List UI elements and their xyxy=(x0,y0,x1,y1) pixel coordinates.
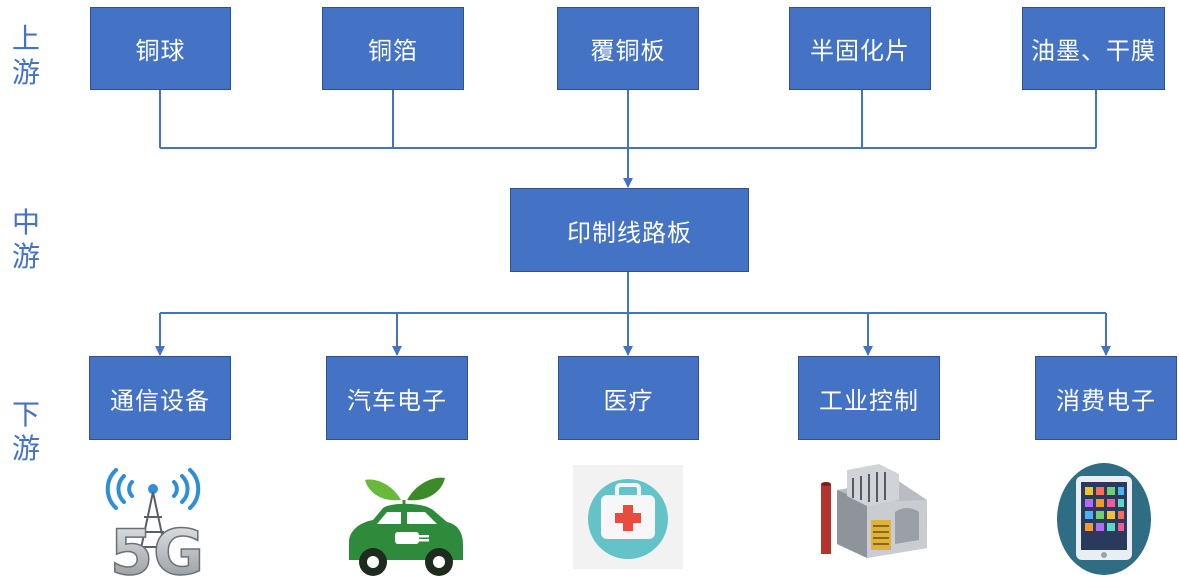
upstream-box-prepreg: 半固化片 xyxy=(789,7,931,90)
factory-icon xyxy=(821,464,927,558)
upstream-box-ccl: 覆铜板 xyxy=(557,7,699,90)
downstream-box-automotive: 汽车电子 xyxy=(326,356,468,440)
downstream-box-consumer-electronics: 消费电子 xyxy=(1035,356,1177,440)
upstream-box-copper-ball: 铜球 xyxy=(90,7,231,90)
upstream-box-copper-foil: 铜箔 xyxy=(322,7,464,90)
downstream-box-industrial-control: 工业控制 xyxy=(798,356,940,440)
first-aid-kit-icon xyxy=(573,465,683,569)
tablet-icon xyxy=(1057,463,1151,575)
downstream-box-medical: 医疗 xyxy=(558,356,699,440)
svg-text:5G: 5G xyxy=(110,516,204,578)
green-car-icon xyxy=(349,477,463,576)
stage-label-midstream: 中 游 xyxy=(11,206,40,273)
stage-label-upstream: 上 游 xyxy=(11,22,40,89)
5g-tower-icon: 5G xyxy=(105,468,205,578)
downstream-box-communication: 通信设备 xyxy=(89,356,231,440)
midstream-box-pcb: 印制线路板 xyxy=(510,188,749,272)
stage-label-downstream: 下 游 xyxy=(11,398,40,465)
upstream-box-ink-dry-film: 油墨、干膜 xyxy=(1022,7,1165,90)
